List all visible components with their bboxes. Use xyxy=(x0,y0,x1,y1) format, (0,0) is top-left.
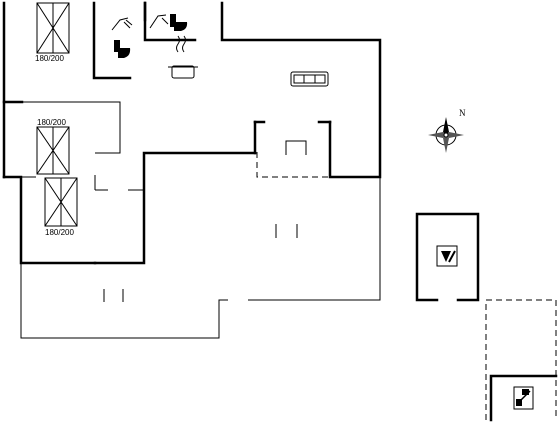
terrace-outline xyxy=(256,152,330,178)
toilet-icon xyxy=(170,14,188,31)
bed-icon xyxy=(44,177,78,227)
bed-size-label: 180/200 xyxy=(37,118,66,127)
bed-size-label: 180/200 xyxy=(35,54,64,63)
shower-icon xyxy=(149,14,169,29)
house-walls xyxy=(2,1,382,339)
sauna-icon xyxy=(513,386,534,410)
washing-machine-icon xyxy=(436,245,458,267)
toilet-icon xyxy=(114,40,131,58)
utility-building-walls xyxy=(415,212,480,302)
compass-icon xyxy=(428,117,464,153)
hob-icon xyxy=(168,35,198,79)
sofa-icon xyxy=(290,71,329,87)
shower-icon xyxy=(111,17,133,31)
bed-icon xyxy=(36,2,70,54)
bed-size-label: 180/200 xyxy=(45,228,74,237)
annex-outline xyxy=(485,299,558,422)
north-label: N xyxy=(459,108,466,118)
bed-icon xyxy=(36,126,70,175)
